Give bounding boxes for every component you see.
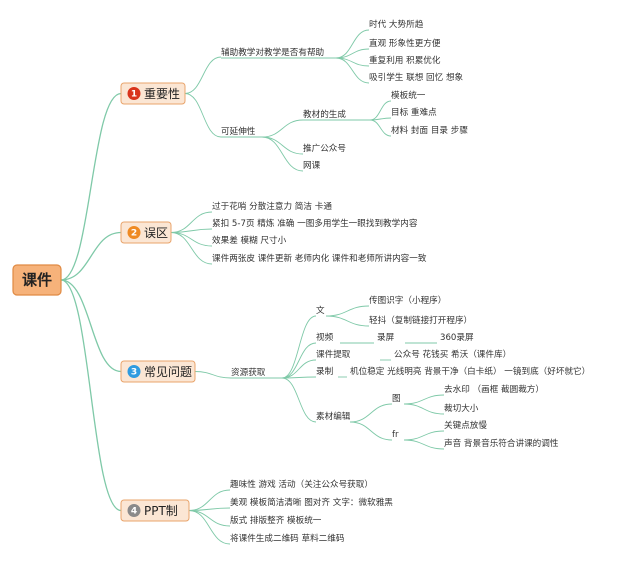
topic-label[interactable]: 机位稳定 光线明亮 背景干净（白卡纸） 一镜到底（好坏就它） (350, 365, 590, 377)
topic-label[interactable]: 美观 模板简洁清晰 图对齐 文字：微软雅黑 (230, 496, 393, 508)
connector-line (261, 119, 304, 138)
branch-node-box (120, 499, 190, 522)
topic-label[interactable]: 公众号 花钱买 希沃（课件库） (394, 348, 511, 360)
connector-line (349, 403, 393, 423)
topic-label[interactable]: 文 (316, 304, 325, 316)
connector-line (281, 377, 317, 423)
root-node[interactable]: 课件 (12, 264, 62, 296)
connector-line (194, 371, 232, 379)
branch-node-box (120, 360, 196, 383)
topic-label[interactable]: 可延伸性 (221, 125, 256, 137)
branch-number: 1 (131, 90, 137, 100)
connector-line (188, 489, 231, 511)
topic-label[interactable]: 将课件生成二维码 草料二维码 (230, 532, 345, 544)
topic-label[interactable]: 关键点放慢 (444, 419, 487, 431)
connector-line (170, 228, 213, 233)
connector-line (403, 403, 445, 415)
branch-node-pitfalls[interactable]: 2 误区 (120, 221, 172, 244)
connector-line (335, 29, 370, 59)
topic-label[interactable]: 版式 排版整齐 模板统一 (230, 514, 322, 526)
topic-label[interactable]: fr (392, 430, 399, 440)
connector-line (335, 48, 370, 59)
connector-line (184, 93, 222, 138)
connector-line (281, 359, 317, 379)
branch-number: 2 (131, 229, 137, 239)
branch-node-common-problems[interactable]: 3 常见问题 (120, 360, 196, 383)
topic-label[interactable]: 课件两张皮 课件更新 老师内化 课件和老师所讲内容一致 (212, 252, 427, 264)
topic-label[interactable]: 轻抖（复制链接打开程序） (369, 314, 472, 326)
topic-label[interactable]: 录屏 (377, 332, 395, 343)
number-badge-icon (127, 87, 141, 100)
branch-node-ppt[interactable]: 4 PPT制 (120, 499, 190, 522)
topic-label[interactable]: 模板统一 (391, 89, 426, 101)
connector-line (281, 342, 317, 379)
connector-line (184, 56, 222, 94)
branch-number: 4 (131, 507, 137, 517)
connector-line (60, 279, 122, 373)
connector-line (325, 305, 370, 317)
topic-label[interactable]: 材料 封面 目录 步骤 (391, 124, 468, 136)
topic-label[interactable]: 直观 形象性更方便 (369, 37, 441, 49)
connector-line (281, 315, 317, 379)
topic-label[interactable]: 素材编辑 (316, 410, 351, 422)
topic-label[interactable]: 录制 (316, 365, 333, 377)
connector-line (349, 421, 393, 441)
connector-line (188, 510, 231, 545)
connector-line (188, 510, 231, 527)
topic-label[interactable]: 图 (392, 393, 401, 404)
connector-line (60, 279, 122, 512)
topic-label[interactable]: 趣味性 游戏 活动（关注公众号获取） (230, 478, 373, 490)
topic-label[interactable]: 视频 (316, 331, 334, 343)
connector-line (369, 119, 392, 137)
topic-label[interactable]: 课件提取 (316, 348, 351, 360)
topic-label[interactable]: 吸引学生 联想 回忆 想象 (369, 71, 464, 83)
connector-lines (60, 29, 445, 545)
topic-label[interactable]: 时代 大势所趋 (369, 18, 424, 30)
topic-label[interactable]: 效果差 模糊 尺寸小 (212, 234, 287, 246)
connector-line (335, 57, 370, 84)
connector-line (188, 507, 231, 511)
connector-line (403, 439, 445, 450)
topic-label[interactable]: 传图识字（小程序） (369, 294, 446, 306)
branch-number: 3 (131, 368, 137, 378)
topic-label[interactable]: 360录屏 (440, 332, 474, 343)
topic-label[interactable]: 目标 重难点 (391, 106, 437, 118)
connector-line (369, 100, 392, 121)
branch-label: 误区 (144, 226, 168, 240)
connector-line (261, 136, 304, 172)
connector-line (170, 232, 213, 265)
connector-line (60, 231, 122, 281)
branch-label: PPT制 (144, 504, 178, 518)
connector-line (403, 394, 445, 405)
topic-label[interactable]: 推广公众号 (303, 142, 346, 154)
connector-line (281, 376, 317, 379)
root-node-box (12, 264, 62, 296)
number-badge-icon (127, 504, 141, 517)
topic-label[interactable]: 教材的生成 (303, 108, 346, 120)
connector-line (403, 430, 445, 441)
root-node-label: 课件 (22, 271, 52, 289)
branch-label: 常见问题 (144, 365, 192, 379)
topic-label[interactable]: 网课 (303, 160, 321, 171)
topic-label[interactable]: 辅助教学对教学是否有帮助 (221, 46, 324, 58)
number-badge-icon (127, 365, 141, 378)
topic-label[interactable]: 去水印 （画框 截圆裁方） (444, 383, 544, 395)
connector-line (60, 92, 122, 281)
topic-label[interactable]: 资源获取 (231, 367, 266, 378)
topic-label[interactable]: 重复利用 积累优化 (369, 54, 441, 66)
number-badge-icon (127, 226, 141, 239)
topic-label[interactable]: 声音 背景音乐符合讲课的调性 (444, 437, 559, 449)
connector-line (325, 315, 370, 327)
topic-label[interactable]: 紧扣 5-7页 精炼 准确 一图多用学生一眼找到教学内容 (212, 217, 418, 229)
topic-label[interactable]: 裁切大小 (444, 402, 479, 414)
branch-label: 重要性 (144, 87, 180, 101)
connector-line (170, 211, 213, 233)
connector-line (261, 136, 304, 155)
connector-line (170, 232, 213, 247)
topic-label[interactable]: 过于花哨 分散注意力 简洁 卡通 (212, 200, 332, 212)
branch-node-importance[interactable]: 1 重要性 (120, 82, 186, 105)
